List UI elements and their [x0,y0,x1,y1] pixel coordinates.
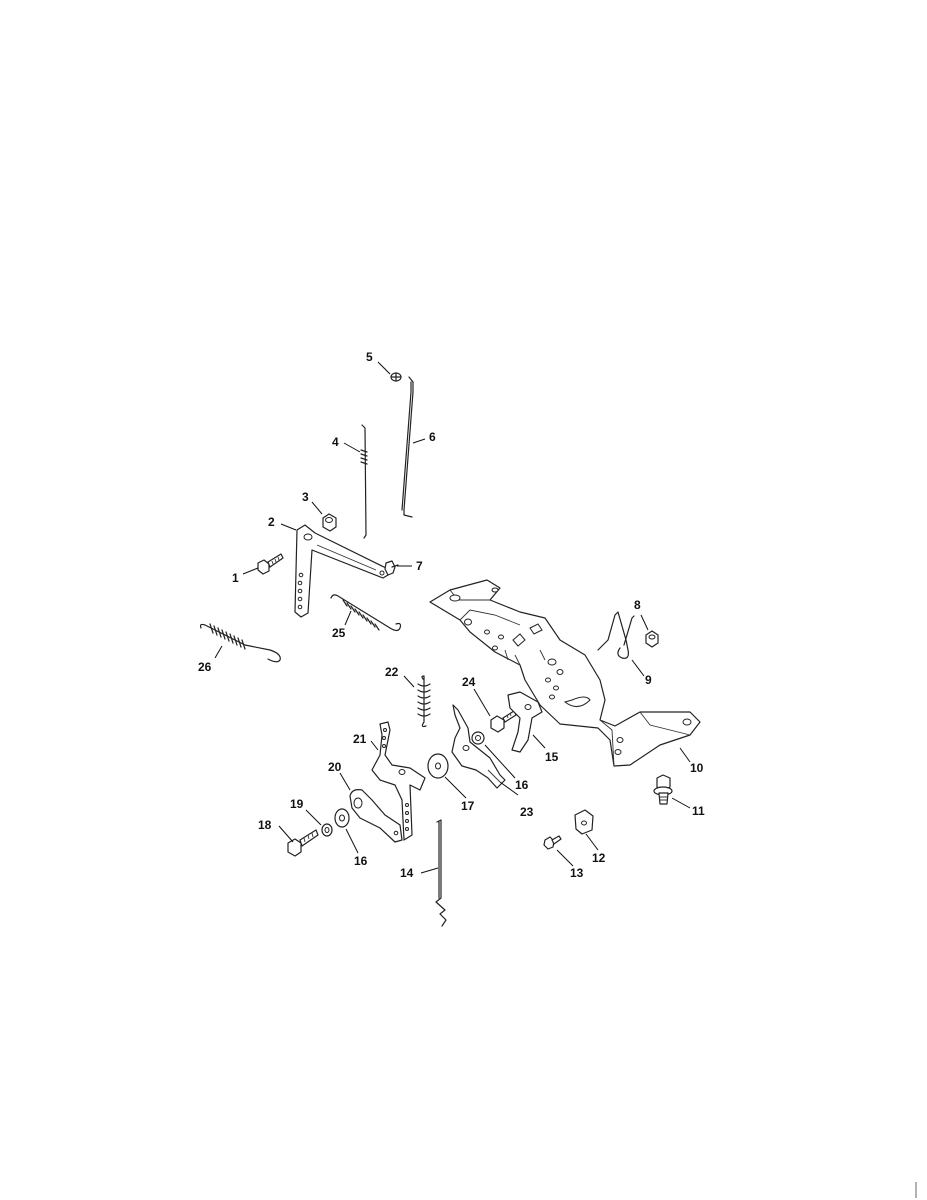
part-8-nut [645,630,659,648]
callout-17: 17 [461,799,475,813]
leader-lines [214,361,691,874]
callout-26: 26 [198,660,212,674]
callout-16-lower: 16 [354,854,368,868]
callout-21: 21 [353,732,367,746]
part-11-bolt [653,774,673,805]
callout-20: 20 [328,760,342,774]
part-12-clip-nut [574,809,594,835]
callout-24: 24 [462,675,476,689]
callout-10: 10 [690,761,704,775]
part-25-spring [330,594,402,632]
callout-5: 5 [366,350,373,364]
callout-8: 8 [634,598,641,612]
part-3-nut [322,513,337,532]
callout-22: 22 [385,665,399,679]
callout-6: 6 [429,430,436,444]
callout-3: 3 [302,490,309,504]
callout-19: 19 [290,797,304,811]
part-15-cam-lever [507,691,543,753]
callout-2: 2 [268,515,275,529]
callout-7: 7 [416,559,423,573]
callout-14: 14 [400,866,414,880]
callout-1: 1 [232,571,239,585]
part-26-spring [199,623,281,663]
part-23-bracket [451,704,506,789]
callout-23: 23 [520,805,534,819]
callout-4: 4 [332,435,339,449]
part-16-washer-upper [471,731,485,745]
part-6-rod [401,376,414,518]
callout-labels: 5 6 4 3 2 1 7 25 26 8 9 10 11 12 13 14 1… [198,350,705,880]
part-24-bolt [490,710,517,733]
part-14-wire-rod [435,819,447,927]
part-16-washer-lower [334,808,350,828]
part-2-lever-bracket [294,524,389,618]
part-9-wire-spring [597,611,635,659]
part-20-link-plate [349,789,403,843]
part-17-washer [427,753,449,779]
callout-12: 12 [592,851,606,865]
part-7-clip [384,560,399,576]
part-10-main-bracket [429,579,701,767]
callout-25: 25 [332,626,346,640]
part-13-screw [543,835,562,850]
part-21-lever-arm [371,721,426,841]
callout-11: 11 [692,804,705,818]
callout-16-upper: 16 [515,778,529,792]
callout-18: 18 [258,818,272,832]
callout-9: 9 [645,673,652,687]
part-5-screw [390,372,402,382]
part-4-spring-rod [360,424,368,539]
part-1-bolt [257,553,284,575]
callout-15: 15 [545,750,559,764]
part-18-bolt [287,829,319,857]
part-19-washer [321,823,333,837]
callout-13: 13 [570,866,584,880]
part-22-spring [417,675,431,728]
